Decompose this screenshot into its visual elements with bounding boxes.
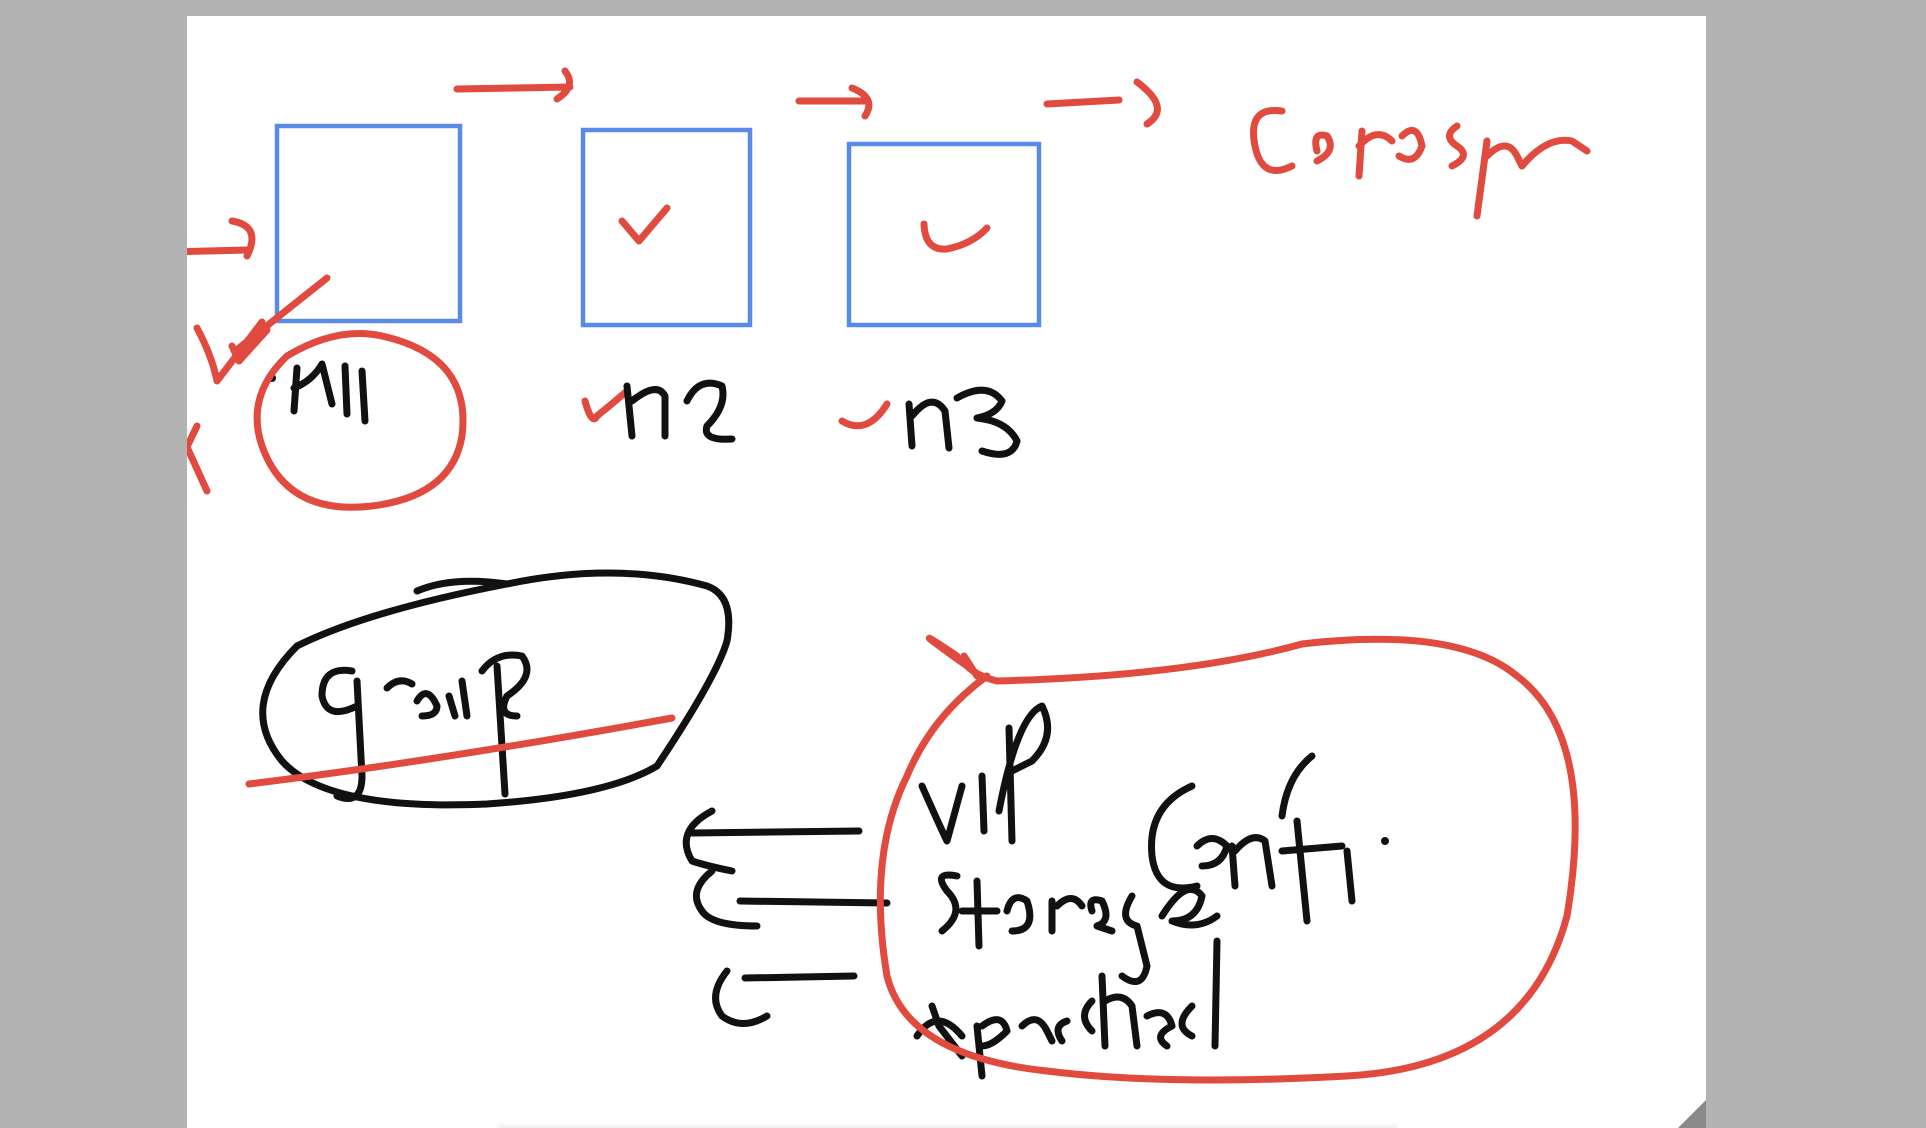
config-loop [876,634,1579,1084]
circle-m1 [253,330,467,511]
cross-left [187,422,211,495]
corosync-scribble [1250,106,1591,220]
box-m1 [274,123,463,324]
arrow-left-box [187,217,256,260]
text-vip [918,702,1052,845]
arrow-top-1 [453,67,574,103]
arrow-vip [682,807,863,875]
arrow-top-2 [795,84,873,120]
check-label-m3 [838,400,891,430]
group-text [318,651,531,802]
check-m3 [920,220,991,253]
text-storage [937,871,1221,986]
handwritten-sketch [187,67,1591,1084]
text-apache [913,937,1221,1080]
box-m2 [580,127,753,328]
canvas-bottom-edge [497,1122,1397,1128]
box-m3 [846,141,1042,328]
label-m1 [290,360,369,425]
mark-m1 [193,274,331,385]
whiteboard-canvas[interactable] [187,16,1706,1128]
label-m2 [623,379,736,443]
check-label-m2 [581,387,631,423]
arrow-apache [712,967,858,1027]
config-dot [1381,837,1389,845]
resize-handle-icon[interactable] [1678,1100,1706,1128]
label-m3 [905,386,1021,458]
arrow-top-3 [1043,78,1161,128]
arrow-storage [692,867,891,930]
check-m2 [618,204,671,245]
group-ellipse [259,569,733,809]
group-strike [245,714,676,788]
text-config [1148,752,1356,925]
